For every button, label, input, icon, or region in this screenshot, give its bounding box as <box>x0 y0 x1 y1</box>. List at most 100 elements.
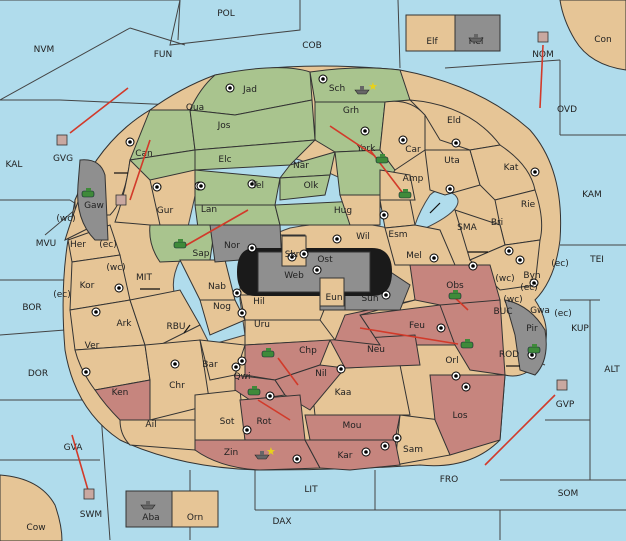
region-cow <box>0 474 63 541</box>
region-label-bri: Bri <box>491 218 503 228</box>
supply-center-grh <box>360 126 370 136</box>
region-label-byn: Byn <box>523 271 540 281</box>
order-arrows <box>69 44 556 491</box>
region-label-gwa: Gwa <box>530 306 550 316</box>
army-unit-gaw[interactable] <box>81 188 95 198</box>
region-label-bar: Bar <box>202 360 218 370</box>
fleet-unit-aba[interactable] <box>140 501 156 510</box>
region-label-orn: Orn <box>187 513 203 523</box>
region-label-cob: COB <box>302 41 322 51</box>
army-unit-chp[interactable] <box>261 348 275 358</box>
army-unit-amp[interactable] <box>398 189 412 199</box>
supply-center-kat <box>530 167 540 177</box>
supply-center-obs <box>468 261 478 271</box>
region-label-nar: Nar <box>293 161 309 171</box>
supply-center-ver <box>81 367 91 377</box>
region-label-obs: Obs <box>446 281 464 291</box>
region-label-pir: Pir <box>526 324 538 334</box>
region-label-tel: Tel <box>251 181 264 191</box>
region-label-kal: KAL <box>6 160 23 170</box>
region-label-nil: Nil <box>315 369 327 379</box>
supply-center-chr <box>170 359 180 369</box>
region-label-con: Con <box>594 35 612 45</box>
army-unit-obs[interactable] <box>448 290 462 300</box>
region-label-ail: Ail <box>145 420 156 430</box>
supply-center-nor <box>247 243 257 253</box>
supply-center-gur <box>152 182 162 192</box>
region-orn <box>171 490 219 528</box>
region-label-grh: Grh <box>343 106 359 116</box>
region-label-mit: MIT <box>136 273 152 283</box>
fleet-unit-zin[interactable] <box>254 451 270 460</box>
army-unit-york[interactable] <box>375 154 389 164</box>
region-label-hil: Hil <box>253 297 265 307</box>
supply-center-bar <box>231 362 241 372</box>
supply-center-orl <box>461 382 471 392</box>
region-label-elf: Elf <box>426 37 438 47</box>
region-label-aba: Aba <box>142 513 159 523</box>
coast-tag: (wc) <box>503 295 522 305</box>
army-unit-orl[interactable] <box>460 339 474 349</box>
region-label-ost: Ost <box>317 255 333 265</box>
region-label-sch: Sch <box>329 84 345 94</box>
region-label-feu: Feu <box>409 321 425 331</box>
supply-center-ost <box>312 265 322 275</box>
region-label-neu: Neu <box>367 345 385 355</box>
region-label-sun: Sun <box>361 294 378 304</box>
region-label-gur: Gur <box>157 206 174 216</box>
supply-center-mou <box>361 447 371 457</box>
region-label-esm: Esm <box>388 230 407 240</box>
region-label-gva: GVA <box>64 443 84 453</box>
region-label-can: Can <box>135 149 153 159</box>
army-unit-pir[interactable] <box>527 344 541 354</box>
supply-center-kaa <box>336 364 346 374</box>
supply-center-kar <box>380 441 390 451</box>
supply-center-sot <box>242 425 252 435</box>
region-hel <box>454 14 501 52</box>
region-label-mou: Mou <box>343 421 362 431</box>
supply-center-sch <box>318 74 328 84</box>
army-unit-sap[interactable] <box>173 239 187 249</box>
region-label-nab: Nab <box>208 282 226 292</box>
supply-center-eld <box>451 138 461 148</box>
home-marker-gop <box>115 194 127 206</box>
home-marker-nom <box>537 31 549 43</box>
region-label-skr: Skr <box>285 250 300 260</box>
supply-center-web <box>299 249 309 259</box>
region-label-sot: Sot <box>220 417 235 427</box>
supply-center-tel <box>247 179 257 189</box>
star-icon: ★ <box>266 445 276 458</box>
coast-tag: (ec) <box>520 283 538 293</box>
fleet-unit-sch[interactable] <box>354 86 370 95</box>
coast-tag: (wc) <box>495 274 514 284</box>
region-label-orl: Orl <box>445 356 458 366</box>
supply-center-mel <box>429 253 439 263</box>
region-label-kup: KUP <box>571 324 589 334</box>
units: ★★ <box>56 31 568 510</box>
region-label-cow: Cow <box>26 523 45 533</box>
region-label-uru: Uru <box>254 320 270 330</box>
region-elf <box>405 14 456 52</box>
supply-centers <box>81 74 540 464</box>
region-label-nor: Nor <box>224 241 240 251</box>
region-label-chr: Chr <box>169 381 185 391</box>
region-label-eld: Eld <box>447 116 461 126</box>
coast-tag: (ec) <box>53 290 71 300</box>
region-label-kam: KAM <box>582 190 602 200</box>
region-label-som: SOM <box>558 489 579 499</box>
region-label-ovd: OVD <box>557 105 577 115</box>
army-unit-rot[interactable] <box>247 386 261 396</box>
coast-tag: (ec) <box>554 309 572 319</box>
fleet-unit-hel[interactable] <box>468 34 484 43</box>
region-label-gvg: GVG <box>53 154 73 164</box>
home-marker-gvp <box>556 379 568 391</box>
region-label-nvm: NVM <box>34 45 55 55</box>
region-label-kaa: Kaa <box>335 388 352 398</box>
region-label-pol: POL <box>217 9 235 19</box>
supply-center-wil <box>332 234 342 244</box>
supply-center-zin <box>292 454 302 464</box>
home-marker-swm <box>83 488 95 500</box>
supply-center-skr <box>287 252 297 262</box>
supply-center-qwi <box>237 356 247 366</box>
region-label-jad: Jad <box>242 85 257 95</box>
